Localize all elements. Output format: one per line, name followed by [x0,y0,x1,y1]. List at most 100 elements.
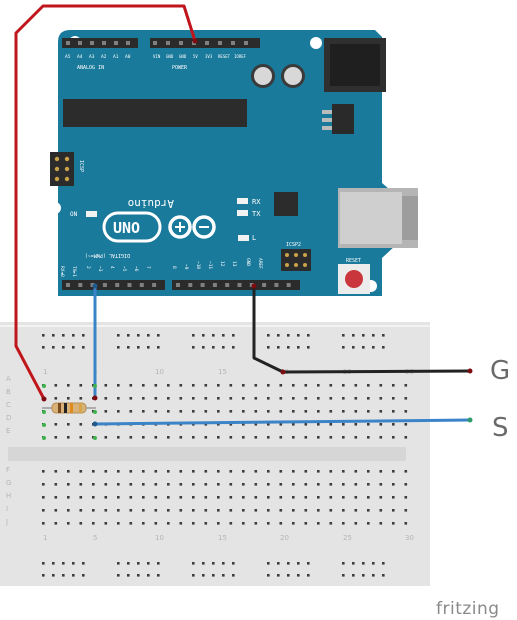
regulator-pin [322,118,332,122]
breadboard-hole [192,496,195,499]
breadboard-hole [137,562,140,565]
breadboard-hole [117,346,120,349]
breadboard-hole [267,397,270,400]
breadboard-hole [372,562,375,565]
breadboard-hole [127,334,130,337]
breadboard-hole [354,410,358,413]
breadboard-hole [279,384,283,387]
pin-label: 8 [171,266,177,269]
center-channel [8,447,406,461]
breadboard-hole [242,410,245,413]
hole-active [42,423,46,427]
breadboard-hole [42,483,45,486]
breadboard-hole [52,562,55,565]
breadboard-hole [52,574,55,577]
pin-label: A2 [101,54,107,60]
column-number: 15 [218,534,227,542]
breadboard-hole [304,397,308,400]
breadboard-hole [267,496,270,499]
row-labels-bottom: F G H I J [5,466,11,526]
breadboard-hole [205,41,209,45]
breadboard-hole [117,562,120,565]
breadboard-hole [212,574,215,577]
pin [285,253,289,257]
breadboard-hole [244,41,248,45]
breadboard-hole [179,410,183,413]
pin-label: ~10 [195,261,201,269]
breadboard-hole [404,470,408,473]
terminal-strip-top [42,384,408,439]
arduino-infinity-logo [168,215,216,239]
fritzing-watermark: fritzing [436,599,500,619]
breadboard-hole [342,522,345,525]
breadboard-hole [304,509,308,512]
breadboard-hole [117,384,120,387]
breadboard-hole [152,283,157,287]
row-label: E [6,427,10,435]
breadboard-hole [277,562,280,565]
breadboard-hole [167,384,170,387]
pin-label: GND [179,54,187,59]
breadboard: A B C D E F G H I J 1 5 10 15 20 25 30 1… [0,322,430,586]
breadboard-hole [342,509,345,512]
pin [54,166,60,172]
breadboard-hole [267,436,270,439]
breadboard-hole [82,346,85,349]
breadboard-hole [367,522,370,525]
breadboard-hole [52,346,55,349]
breadboard-hole [126,41,130,45]
breadboard-hole [292,423,295,426]
pin-label: ~11 [207,261,213,269]
breadboard-hole [67,496,70,499]
breadboard-hole [329,470,333,473]
breadboard-hole [279,483,283,486]
pin [294,263,298,267]
breadboard-hole [62,346,65,349]
breadboard-hole [242,483,245,486]
breadboard-hole [104,522,108,525]
breadboard-hole [54,509,58,512]
breadboard-hole [362,562,365,565]
breadboard-hole [292,483,295,486]
breadboard-hole [382,334,385,337]
breadboard-hole [317,522,320,525]
breadboard-hole [317,470,320,473]
breadboard-hole [297,562,300,565]
breadboard-hole [217,423,220,426]
breadboard-hole [79,397,83,400]
breadboard-hole [192,334,195,337]
breadboard-hole [317,423,320,426]
column-number: 10 [155,534,164,542]
breadboard-hole [204,509,208,512]
breadboard-hole [66,283,70,287]
row-label: F [6,466,10,474]
breadboard-hole [342,436,345,439]
breadboard-hole [212,562,215,565]
breadboard-hole [117,496,120,499]
icsp2-pins [285,253,307,267]
breadboard-hole [179,522,183,525]
wire-end [280,369,286,375]
breadboard-hole [286,283,291,287]
resistor [42,402,96,414]
breadboard-hole [167,397,170,400]
breadboard-hole [102,283,107,287]
breadboard-hole [78,283,83,287]
breadboard-hole [242,384,245,387]
breadboard-hole [204,522,208,525]
breadboard-hole [379,410,383,413]
column-number: 20 [280,534,289,542]
breadboard-hole [279,522,283,525]
breadboard-hole [204,483,208,486]
board-pcb [58,30,396,296]
breadboard-hole [104,384,108,387]
wire-end [467,368,473,374]
breadboard-hole [217,384,220,387]
breadboard-hole [147,574,150,577]
breadboard-hole [317,397,320,400]
breadboard-hole [232,574,235,577]
tx-led [237,210,248,216]
breadboard-hole [354,470,358,473]
pin-label: 4 [109,266,115,269]
